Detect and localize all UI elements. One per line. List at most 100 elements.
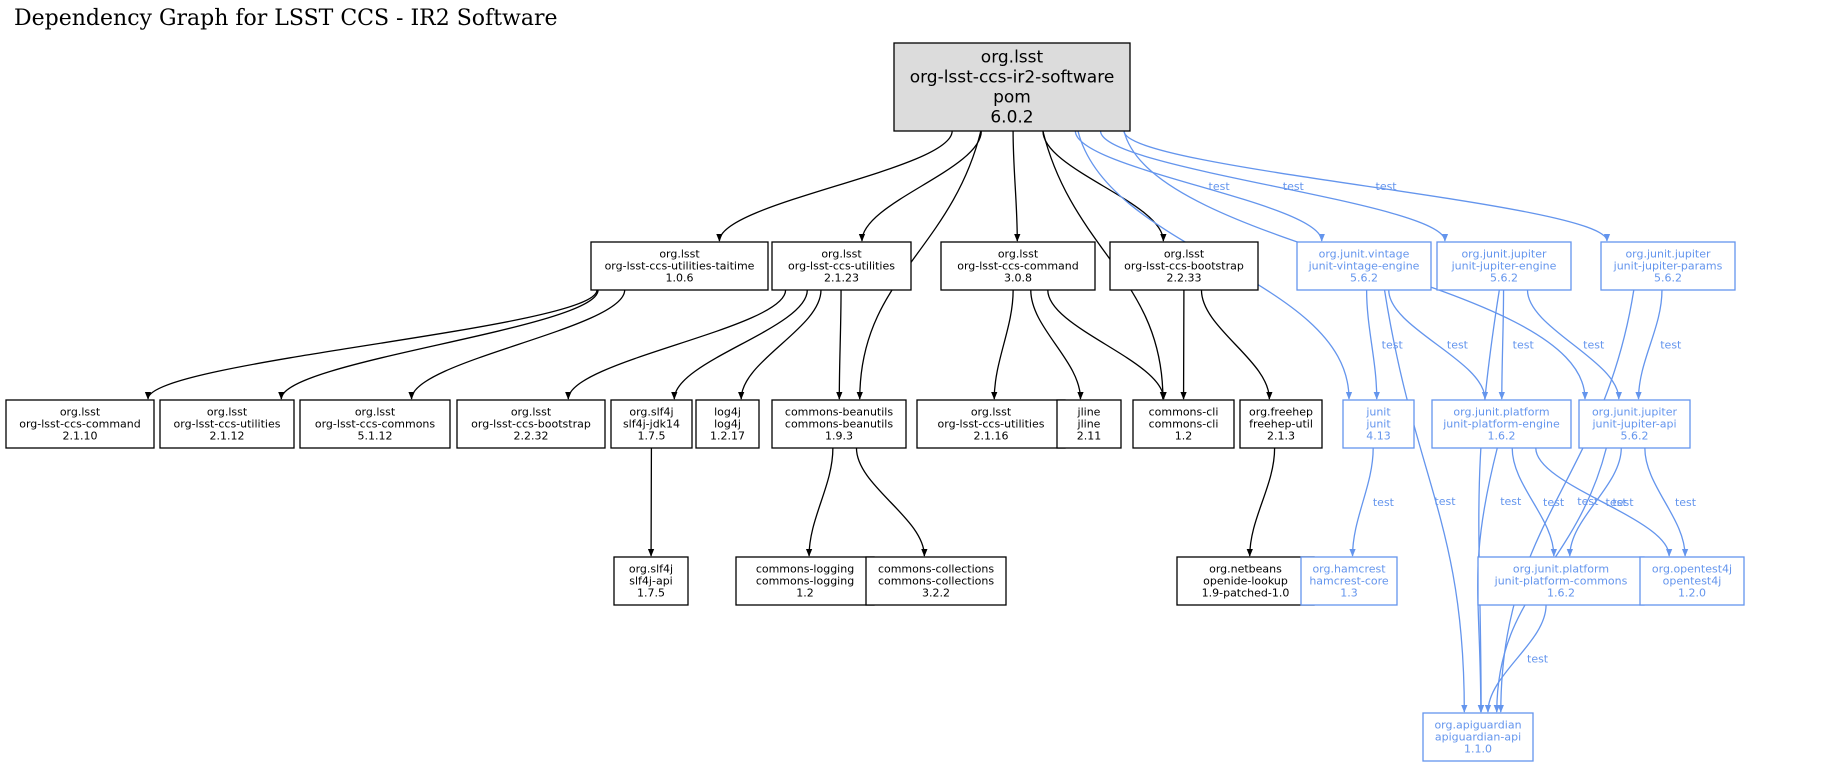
compile-dependency-edge bbox=[565, 289, 787, 400]
node-label-line: org.lsst bbox=[821, 247, 862, 260]
test-dependency-edge bbox=[1566, 447, 1622, 557]
compile-dependency-edge bbox=[836, 289, 843, 400]
test-dependency-edge bbox=[1365, 289, 1380, 400]
dependency-node: org.junit.jupiterjunit-jupiter-engine5.6… bbox=[1436, 241, 1572, 291]
node-label-line: 1.6.2 bbox=[1547, 586, 1575, 599]
node-label-line: 1.1.0 bbox=[1464, 742, 1492, 755]
test-dependency-edge bbox=[1511, 447, 1558, 557]
node-box bbox=[456, 399, 606, 449]
node-label-line: 6.0.2 bbox=[990, 108, 1033, 128]
node-label-line: junit-vintage-engine bbox=[1308, 259, 1420, 272]
node-label-line: hamcrest-core bbox=[1309, 574, 1389, 587]
node-box bbox=[1296, 241, 1432, 291]
node-label-line: 4.13 bbox=[1366, 429, 1391, 442]
edge-scope-label: test bbox=[1500, 495, 1522, 508]
dependency-node: org.lsstorg-lsst-ccs-utilities-taitime1.… bbox=[590, 241, 769, 291]
edge-scope-label: test bbox=[1583, 339, 1605, 352]
node-box bbox=[1109, 241, 1259, 291]
edge-scope-label: test bbox=[1376, 180, 1398, 193]
node-label-line: org-lsst-ccs-utilities bbox=[938, 417, 1045, 430]
node-label-line: 1.2.0 bbox=[1678, 586, 1706, 599]
node-label-line: 1.7.5 bbox=[637, 586, 665, 599]
node-box bbox=[1422, 712, 1534, 762]
dependency-node: org.netbeansopenide-lookup1.9-patched-1.… bbox=[1176, 556, 1315, 606]
node-label-line: 2.2.33 bbox=[1167, 271, 1202, 284]
test-dependency-edge bbox=[1497, 289, 1635, 713]
test-dependency-edge bbox=[1123, 130, 1611, 242]
edge-scope-label: test bbox=[1447, 339, 1469, 352]
node-label-line: org.lsst bbox=[971, 405, 1012, 418]
node-label-line: junit-jupiter-engine bbox=[1451, 259, 1557, 272]
node-box bbox=[695, 399, 760, 449]
node-label-line: commons-collections bbox=[878, 562, 994, 575]
node-label-line: apiguardian-api bbox=[1435, 730, 1521, 743]
node-label-line: org-lsst-ccs-bootstrap bbox=[471, 417, 591, 430]
nodes-layer: org.lsstorg-lsst-ccs-ir2-softwarepom6.0.… bbox=[5, 42, 1745, 762]
node-label-line: 5.6.2 bbox=[1350, 271, 1378, 284]
node-box bbox=[5, 399, 155, 449]
node-label-line: org.opentest4j bbox=[1652, 562, 1732, 575]
node-label-line: commons-logging bbox=[756, 562, 854, 575]
edge-scope-label: test bbox=[1527, 653, 1549, 666]
node-label-line: 1.7.5 bbox=[638, 429, 666, 442]
test-dependency-edge bbox=[1635, 289, 1663, 400]
node-label-line: commons-logging bbox=[756, 574, 854, 587]
node-label-line: org.freehep bbox=[1249, 405, 1313, 418]
node-label-line: org-lsst-ccs-command bbox=[957, 259, 1079, 272]
node-label-line: org-lsst-ccs-command bbox=[19, 417, 141, 430]
dependency-node: commons-collectionscommons-collections3.… bbox=[865, 556, 1007, 606]
node-label-line: commons-beanutils bbox=[785, 405, 893, 418]
node-label-line: org.lsst bbox=[60, 405, 101, 418]
node-label-line: org.lsst bbox=[511, 405, 552, 418]
node-label-line: junit bbox=[1365, 417, 1391, 430]
node-label-line: 2.1.10 bbox=[63, 429, 98, 442]
node-label-line: junit-jupiter-api bbox=[1591, 417, 1676, 430]
test-dependency-edge bbox=[1099, 130, 1449, 242]
edge-scope-label: test bbox=[1513, 339, 1535, 352]
node-label-line: 3.2.2 bbox=[922, 586, 950, 599]
node-box bbox=[1477, 556, 1645, 606]
node-label-line: commons-collections bbox=[878, 574, 994, 587]
node-box bbox=[159, 399, 295, 449]
node-box bbox=[1132, 399, 1235, 449]
test-dependency-edge bbox=[1498, 289, 1506, 400]
compile-dependency-edge bbox=[278, 289, 599, 400]
node-box bbox=[771, 241, 912, 291]
dependency-node: org.junit.platformjunit-platform-engine1… bbox=[1431, 399, 1572, 449]
node-box bbox=[1342, 399, 1415, 449]
node-label-line: org.slf4j bbox=[629, 562, 673, 575]
node-box bbox=[610, 399, 693, 449]
node-label-line: 1.2.17 bbox=[710, 429, 745, 442]
compile-dependency-edge bbox=[855, 447, 928, 557]
node-label-line: 5.6.2 bbox=[1654, 271, 1682, 284]
node-label-line: org-lsst-ccs-bootstrap bbox=[1124, 259, 1244, 272]
edge-scope-label: test bbox=[1434, 495, 1456, 508]
node-label-line: org-lsst-ccs-utilities bbox=[174, 417, 281, 430]
node-box bbox=[1431, 399, 1572, 449]
dependency-node: org.junit.vintagejunit-vintage-engine5.6… bbox=[1296, 241, 1432, 291]
node-label-line: junit bbox=[1365, 405, 1391, 418]
node-box bbox=[613, 556, 689, 606]
node-label-line: 2.11 bbox=[1077, 429, 1102, 442]
node-label-line: 1.0.6 bbox=[666, 271, 694, 284]
edge-scope-label: test bbox=[1660, 339, 1682, 352]
node-label-line: commons-cli bbox=[1149, 417, 1219, 430]
edge-scope-label: test bbox=[1606, 496, 1628, 509]
node-label-line: 1.2 bbox=[1175, 429, 1193, 442]
dependency-node: org.lsstorg-lsst-ccs-ir2-softwarepom6.0.… bbox=[893, 42, 1131, 132]
compile-dependency-edge bbox=[408, 289, 626, 400]
node-box bbox=[1056, 399, 1122, 449]
edge-scope-label: test bbox=[1373, 496, 1395, 509]
node-label-line: org.lsst bbox=[998, 247, 1039, 260]
node-label-line: org.lsst bbox=[981, 48, 1044, 68]
